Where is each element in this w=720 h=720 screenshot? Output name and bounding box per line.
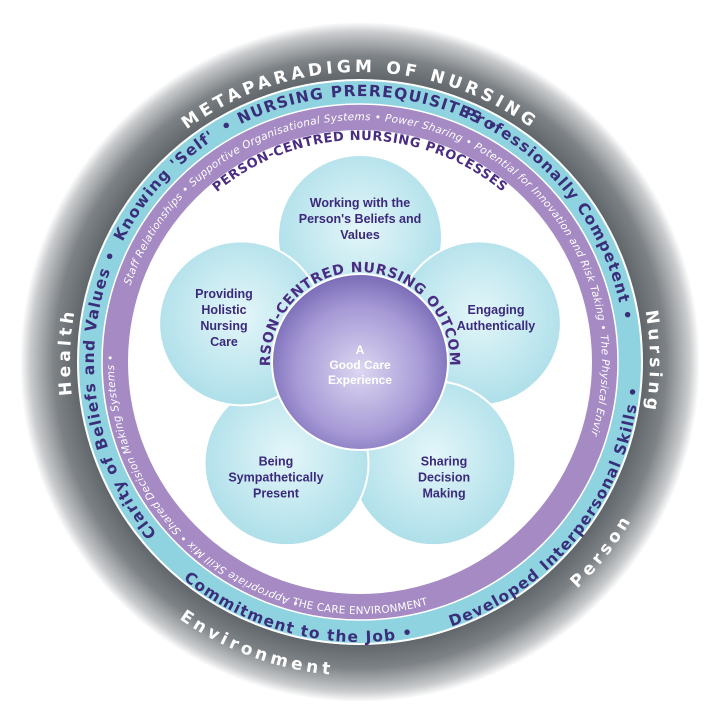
petal-label-line: Nursing — [200, 319, 247, 333]
center-label-line: Good Care — [329, 358, 391, 372]
petal-label-line: Present — [253, 487, 300, 501]
petal-label-line: Working with the — [310, 196, 411, 210]
petal-label-line: Decision — [418, 471, 470, 485]
outcomes-center — [271, 273, 449, 451]
petal-label-line: Sharing — [421, 455, 468, 469]
petal-label-line: Making — [423, 487, 466, 501]
petal-label-line: Authentically — [457, 319, 536, 333]
petal-label-line: Providing — [195, 287, 253, 301]
petal-label-line: Being — [259, 455, 294, 469]
petal-label-line: Engaging — [468, 303, 525, 317]
petal-label-line: Values — [340, 228, 380, 242]
petal-label-line: Care — [210, 335, 238, 349]
petal-label-line: Holistic — [201, 303, 246, 317]
petal-label-line: Person's Beliefs and — [299, 212, 421, 226]
center-label-line: A — [356, 343, 365, 357]
center-label-line: Experience — [328, 373, 392, 387]
petal-label-line: Sympathetically — [228, 471, 323, 485]
